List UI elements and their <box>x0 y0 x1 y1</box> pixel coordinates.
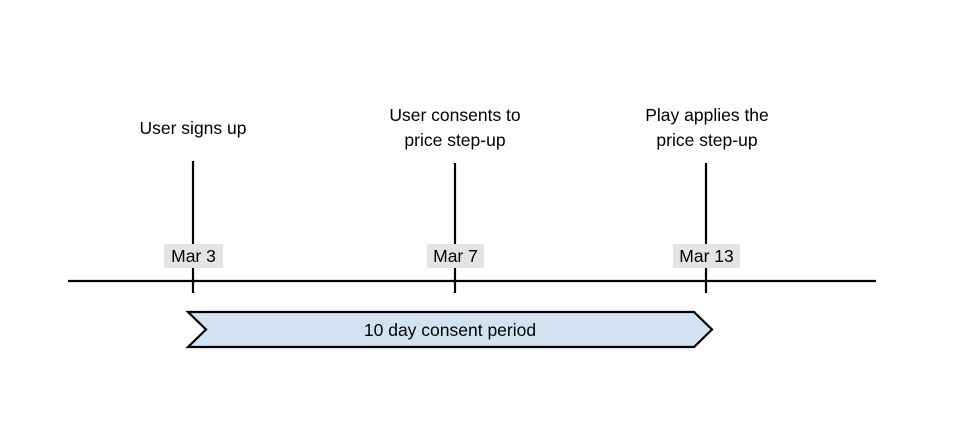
timeline-event-play-applies-step-up[interactable]: Play applies the price step-up Mar 13 <box>645 105 769 293</box>
event-label-line-1: User consents to <box>389 105 520 125</box>
event-label-line-2: price step-up <box>404 130 505 150</box>
date-chip-label: Mar 3 <box>171 246 216 266</box>
consent-period-band-shape <box>185 310 714 349</box>
event-label-line-1: Play applies the <box>645 105 769 125</box>
consent-period-band-label: 10 day consent period <box>364 320 536 340</box>
event-label-line-1: User signs up <box>140 118 247 138</box>
timeline-event-user-signs-up[interactable]: User signs up Mar 3 <box>140 118 247 293</box>
consent-period-band[interactable]: 10 day consent period <box>185 310 714 349</box>
timeline-event-user-consents[interactable]: User consents to price step-up Mar 7 <box>389 105 521 293</box>
date-chip-label: Mar 13 <box>679 246 733 266</box>
date-chip-label: Mar 7 <box>433 246 478 266</box>
date-chip-background <box>164 244 223 268</box>
event-label-line-2: price step-up <box>656 130 757 150</box>
date-chip-background <box>427 244 484 268</box>
date-chip-background <box>673 244 740 268</box>
